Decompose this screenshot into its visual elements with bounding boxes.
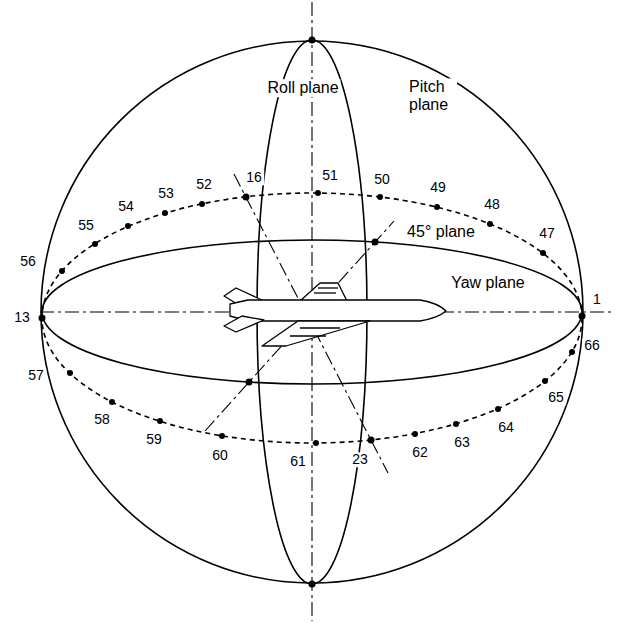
callout-number: 62 [410,445,430,460]
callout-number: 1 [591,292,603,307]
callout-number: 13 [12,310,32,325]
aircraft-drawing [224,283,446,346]
callout-number: 53 [156,186,176,201]
callout-number: 64 [496,420,516,435]
diagonal-axis [205,221,394,431]
engine-line [314,292,336,293]
callout-number: 61 [288,454,308,469]
callout-number: 50 [372,172,392,187]
plane-label: 45° plane [405,223,477,241]
callout-number: 56 [18,254,38,269]
tail-plane [224,316,264,332]
callout-number: 48 [482,197,502,212]
callout-number: 47 [537,226,557,241]
callout-number: 54 [116,199,136,214]
callout-number: 58 [92,412,112,427]
callout-number: 63 [452,435,472,450]
near-wing [262,321,370,346]
callout-number: 57 [26,368,46,383]
plane-label: Yaw plane [449,274,527,292]
plane-label: Roll plane [265,79,340,97]
far-wing [300,283,347,301]
callout-number: 52 [194,177,214,192]
plane-label: Pitch plane [407,78,457,113]
callout-number: 49 [428,180,448,195]
fuselage [230,300,446,321]
measurement-points [39,37,586,588]
callout-number: 23 [350,452,370,467]
callout-number: 59 [144,432,164,447]
callout-number: 51 [320,168,340,183]
engine-line [318,287,338,288]
engine-line [300,327,340,328]
callout-number: 60 [210,448,230,463]
callout-number: 16 [244,170,264,185]
engine-line [290,335,326,336]
callout-number: 65 [546,390,566,405]
callout-number: 66 [582,338,602,353]
callout-number: 55 [76,218,96,233]
